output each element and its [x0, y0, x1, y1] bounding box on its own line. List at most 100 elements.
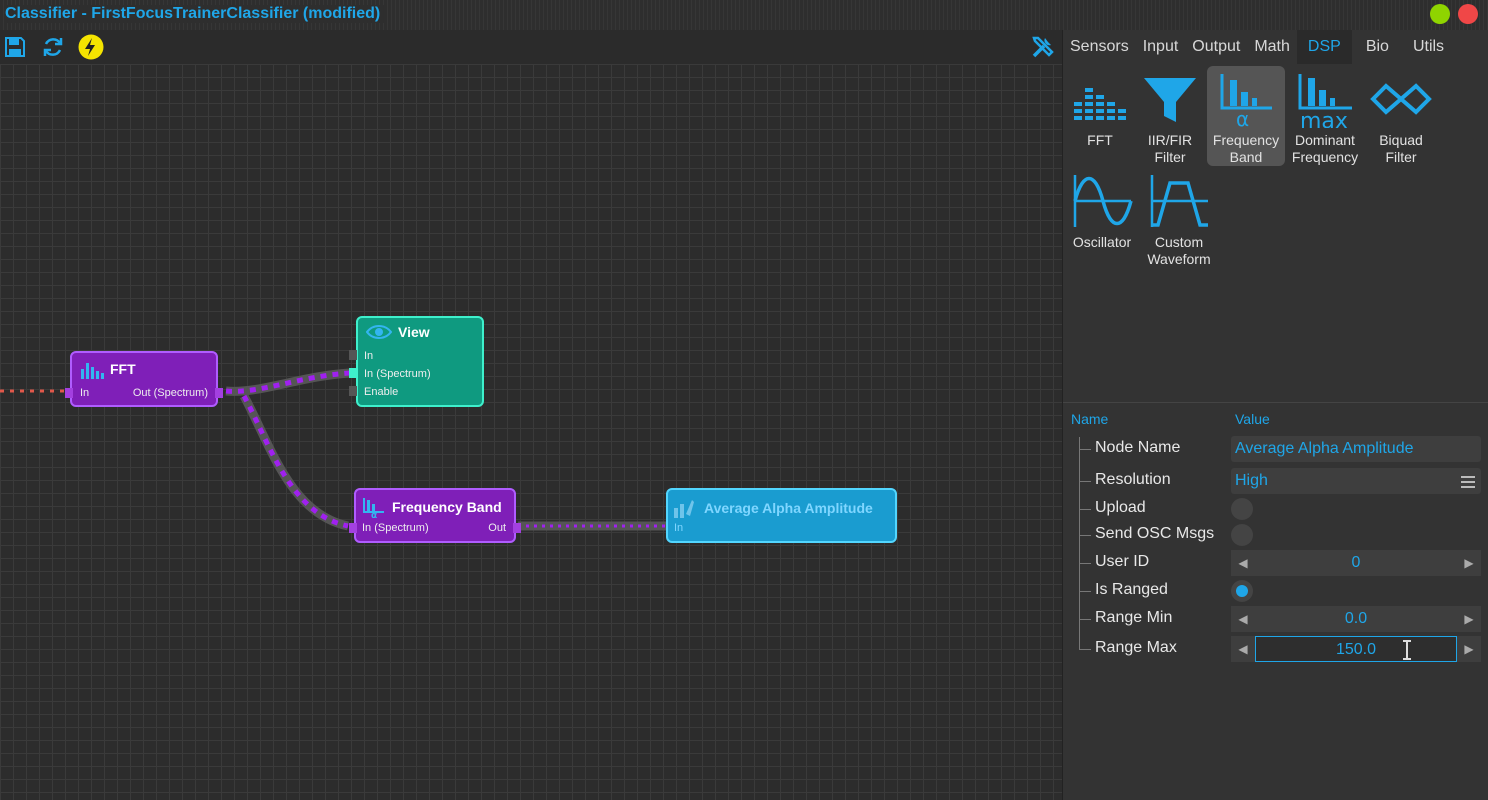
properties-value-header: Value — [1235, 411, 1270, 427]
range-max-value[interactable]: 150.0 — [1255, 636, 1457, 662]
property-label: Range Min — [1095, 609, 1173, 626]
tree-line — [1079, 437, 1080, 649]
palette-item-biquad-filter[interactable]: Biquad Filter — [1365, 66, 1437, 166]
node-name-field[interactable]: Average Alpha Amplitude — [1231, 436, 1481, 462]
property-label: Resolution — [1095, 471, 1171, 488]
view-node[interactable]: View In In (Spectrum) Enable — [349, 316, 484, 407]
property-resolution: Resolution High — [1091, 467, 1483, 495]
palette-item-dominant-frequency[interactable]: max Dominant Frequency — [1285, 66, 1365, 166]
decrement-icon[interactable]: ◀ — [1238, 612, 1248, 626]
palette-label: Frequency — [1291, 149, 1359, 165]
property-label: Is Ranged — [1095, 581, 1168, 598]
minimize-button[interactable] — [1430, 4, 1450, 24]
view-enable-port[interactable]: Enable — [364, 386, 399, 398]
user-id-stepper[interactable]: ◀ 0 ▶ — [1231, 550, 1481, 576]
refresh-icon[interactable] — [40, 34, 66, 60]
tools-icon[interactable] — [1030, 34, 1056, 60]
palette-item-custom-waveform[interactable]: Custom Waveform — [1139, 168, 1219, 268]
tree-tick — [1079, 535, 1091, 536]
property-label: Range Max — [1095, 639, 1177, 656]
tab-utils[interactable]: Utils — [1412, 38, 1445, 55]
fft-out-pin[interactable] — [215, 388, 223, 398]
properties-name-header: Name — [1071, 411, 1109, 427]
palette-item-oscillator[interactable]: Oscillator — [1065, 168, 1139, 268]
palette-item-frequency-band[interactable]: α Frequency Band — [1207, 66, 1285, 166]
property-label: Send OSC Msgs — [1095, 525, 1215, 542]
range-min-stepper[interactable]: ◀ 0.0 ▶ — [1231, 606, 1481, 632]
close-button[interactable] — [1458, 4, 1478, 24]
user-id-value[interactable]: 0 — [1351, 554, 1361, 571]
property-is-ranged: Is Ranged — [1091, 577, 1483, 605]
tree-tick — [1079, 563, 1091, 564]
eye-icon — [366, 325, 392, 339]
view-in-pin[interactable] — [349, 350, 357, 360]
decrement-icon[interactable]: ◀ — [1238, 556, 1248, 570]
frequency-band-icon: α — [363, 498, 384, 518]
palette-label: Band — [1229, 149, 1263, 165]
average-alpha-amplitude-node[interactable]: Average Alpha Amplitude In — [666, 488, 897, 543]
upload-toggle[interactable] — [1231, 498, 1253, 520]
fft-icon — [81, 363, 104, 379]
frequency-band-out-pin[interactable] — [513, 523, 521, 533]
window-title: Classifier - FirstFocusTrainerClassifier… — [5, 5, 387, 23]
node-canvas[interactable]: FFT In Out (Spectrum) View In In (Spectr… — [0, 64, 1062, 800]
tab-bio[interactable]: Bio — [1365, 38, 1389, 55]
right-panel: Sensors Input Output Math DSP Bio Utils … — [1062, 30, 1488, 800]
upload-node-icon — [674, 500, 694, 518]
property-label: User ID — [1095, 553, 1150, 570]
tab-math[interactable]: Math — [1254, 38, 1290, 55]
tab-dsp[interactable]: DSP — [1296, 30, 1352, 64]
palette-label: Filter — [1154, 149, 1186, 165]
send-osc-toggle[interactable] — [1231, 524, 1253, 546]
palette-item-iir-fir-filter[interactable]: IIR/FIR Filter — [1135, 66, 1205, 166]
frequency-band-in-port[interactable]: In (Spectrum) — [362, 522, 429, 534]
resolution-select[interactable]: High — [1231, 468, 1481, 494]
property-upload: Upload — [1091, 495, 1483, 523]
fft-in-pin[interactable] — [65, 388, 73, 398]
resolution-value: High — [1235, 472, 1268, 489]
tab-sensors[interactable]: Sensors — [1070, 38, 1129, 55]
increment-icon[interactable]: ▶ — [1464, 612, 1474, 626]
fft-node-title: FFT — [110, 361, 136, 377]
tree-tick — [1079, 649, 1091, 650]
property-user-id: User ID ◀ 0 ▶ — [1091, 549, 1483, 577]
lightning-icon[interactable] — [78, 34, 104, 60]
palette-label: Oscillator — [1072, 234, 1132, 250]
menu-icon — [1461, 476, 1475, 488]
frequency-band-node-title: Frequency Band — [392, 499, 502, 515]
range-min-value[interactable]: 0.0 — [1344, 610, 1368, 627]
frequency-band-node[interactable]: α Frequency Band In (Spectrum) Out — [349, 488, 521, 543]
frequency-band-in-pin[interactable] — [349, 523, 357, 533]
dominant-frequency-icon: max — [1298, 74, 1352, 128]
view-node-title: View — [398, 324, 430, 340]
view-in-spectrum-pin[interactable] — [349, 368, 357, 378]
tab-output[interactable]: Output — [1192, 38, 1241, 55]
view-enable-pin[interactable] — [349, 386, 357, 396]
decrement-icon[interactable]: ◀ — [1238, 642, 1248, 656]
save-icon[interactable] — [2, 34, 28, 60]
palette-label: Biquad — [1379, 132, 1423, 148]
frequency-band-out-port[interactable]: Out — [488, 522, 506, 534]
fft-out-port[interactable]: Out (Spectrum) — [132, 387, 208, 399]
fft-node[interactable]: FFT In Out (Spectrum) — [65, 351, 223, 407]
view-in-spectrum-port[interactable]: In (Spectrum) — [364, 368, 431, 380]
increment-icon[interactable]: ▶ — [1464, 556, 1474, 570]
fft-icon — [1074, 88, 1126, 120]
tree-tick — [1079, 449, 1091, 450]
property-range-max: Range Max ◀ 150.0 ▶ — [1091, 635, 1483, 663]
range-max-stepper[interactable]: ◀ 150.0 ▶ — [1231, 636, 1481, 662]
tree-tick — [1079, 509, 1091, 510]
increment-icon[interactable]: ▶ — [1464, 642, 1474, 656]
properties-panel: Name Value Node Name Average Alpha Ampli… — [1063, 402, 1488, 800]
fft-in-port[interactable]: In — [80, 387, 90, 399]
tree-tick — [1079, 619, 1091, 620]
svg-text:max: max — [1300, 109, 1348, 128]
view-in-port[interactable]: In — [364, 350, 374, 362]
property-send-osc: Send OSC Msgs — [1091, 521, 1483, 549]
is-ranged-toggle[interactable] — [1231, 580, 1253, 602]
palette-item-fft[interactable]: FFT — [1063, 66, 1137, 166]
svg-text:α: α — [1236, 107, 1249, 128]
tab-input[interactable]: Input — [1142, 38, 1179, 55]
category-tabs: Sensors Input Output Math DSP Bio Utils — [1063, 30, 1488, 64]
average-alpha-amplitude-in-port[interactable]: In — [674, 522, 684, 534]
